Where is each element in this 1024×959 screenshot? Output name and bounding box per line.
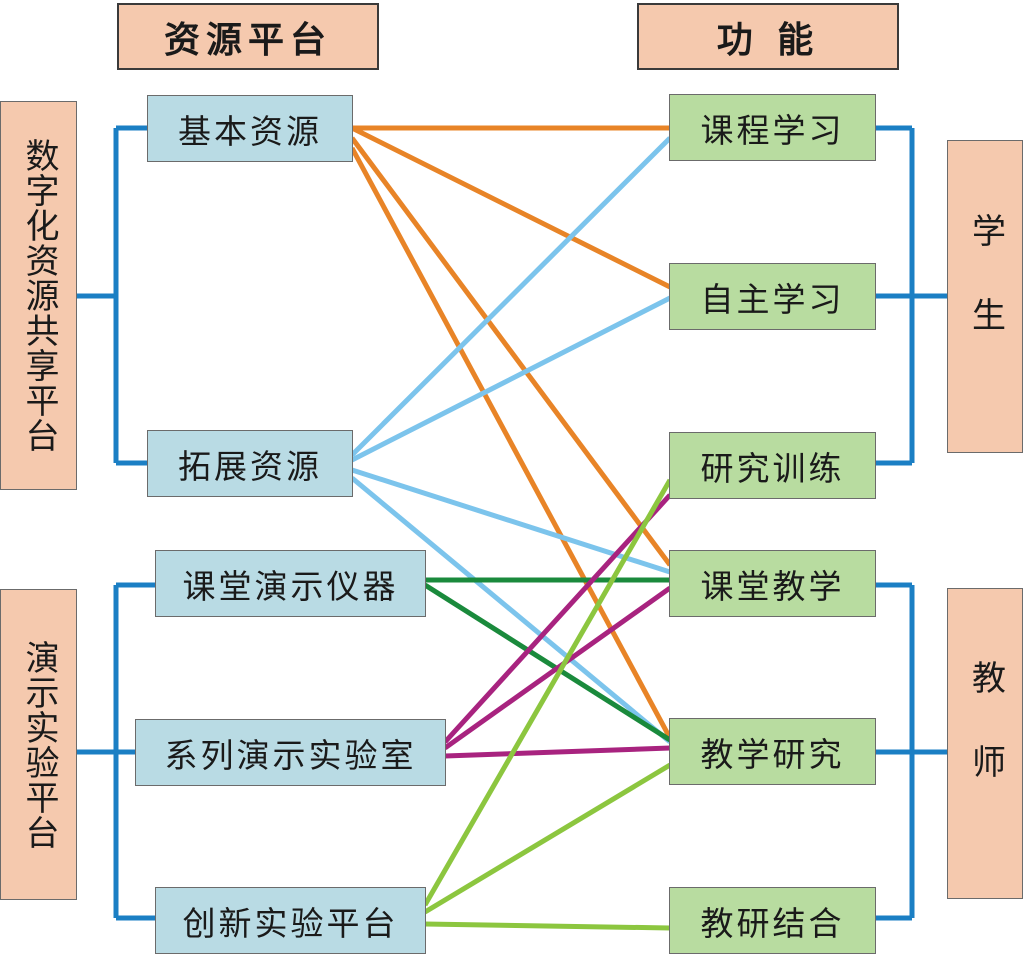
bracket-digital-platform xyxy=(76,125,147,466)
user-teacher: 教师 xyxy=(947,588,1023,899)
function-teaching-research: 教学研究 xyxy=(669,718,876,785)
resource-innovation-platform: 创新实验平台 xyxy=(155,887,426,954)
function-course-study: 课程学习 xyxy=(669,94,876,161)
bracket-student xyxy=(876,125,948,466)
links-classroom-instruments xyxy=(423,577,672,743)
bracket-teacher xyxy=(876,582,948,921)
platform-demo-experiment: 演示实验平台 xyxy=(0,589,77,900)
resource-basic: 基本资源 xyxy=(147,95,353,162)
resource-series-lab: 系列演示实验室 xyxy=(135,719,446,786)
header-functions: 功 能 xyxy=(637,3,899,70)
user-student: 学生 xyxy=(947,140,1023,453)
resource-extended: 拓展资源 xyxy=(147,430,353,497)
function-classroom-teaching: 课堂教学 xyxy=(669,550,876,617)
bracket-demo-platform xyxy=(76,582,155,921)
platform-digital-sharing: 数字化资源共享平台 xyxy=(0,101,77,490)
resource-classroom-instruments: 课堂演示仪器 xyxy=(155,550,426,617)
function-research-training: 研究训练 xyxy=(669,432,876,499)
links-series-lab xyxy=(443,493,672,759)
function-self-study: 自主学习 xyxy=(669,263,876,330)
header-resource-platform: 资源平台 xyxy=(117,3,379,70)
links-extended-resource xyxy=(350,136,672,744)
links-innovation-platform xyxy=(422,478,673,931)
links-basic-resource xyxy=(349,125,673,740)
function-teaching-research-combined: 教研结合 xyxy=(669,887,876,954)
